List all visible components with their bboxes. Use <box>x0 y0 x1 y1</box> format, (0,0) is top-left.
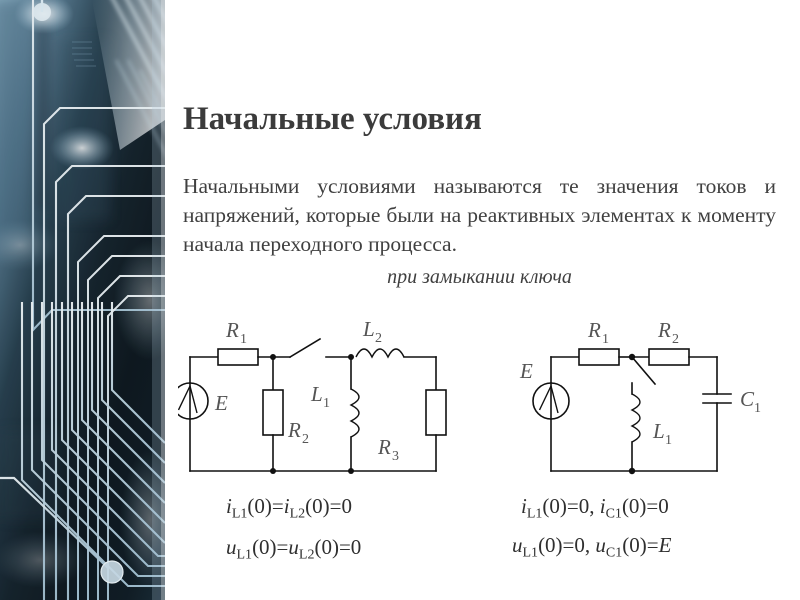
svg-text:R: R <box>225 318 239 342</box>
label-E: E <box>519 359 533 383</box>
formula-var: i <box>599 494 606 518</box>
body-paragraph: Начальными условиями называются те значе… <box>183 173 776 256</box>
formula-var: u <box>226 535 237 559</box>
svg-text:3: 3 <box>392 449 399 464</box>
label-E: E <box>214 391 228 415</box>
page-title: Начальные условия <box>183 101 482 138</box>
label-R1: R 1 <box>225 318 247 347</box>
formula-var: u <box>288 535 299 559</box>
formula-subscript: L1 <box>526 506 543 522</box>
formula-subscript: L2 <box>289 506 306 522</box>
label-R3: R 3 <box>377 435 399 464</box>
circuit-diagram-left: R 1 L 2 E R 2 L 1 R 3 <box>178 306 478 491</box>
svg-text:L: L <box>652 419 665 443</box>
svg-text:C: C <box>740 387 755 411</box>
formula-var: E <box>658 533 672 557</box>
label-R1: R 1 <box>587 318 609 347</box>
svg-text:E: E <box>519 359 533 383</box>
svg-text:R: R <box>287 418 301 442</box>
formula-subscript: C1 <box>605 506 622 522</box>
caption-text: при замыкании ключа <box>387 266 572 288</box>
formula-left-currents: iL1(0)=iL2(0)=0 <box>226 494 352 522</box>
formula-var: u <box>512 533 523 557</box>
svg-text:E: E <box>214 391 228 415</box>
svg-text:2: 2 <box>302 432 309 447</box>
formula-subscript: L1 <box>522 545 539 561</box>
formula-left-voltages: uL1(0)=uL2(0)=0 <box>226 535 361 563</box>
svg-text:R: R <box>587 318 601 342</box>
formula-right-currents: iL1(0)=0, iC1(0)=0 <box>521 494 669 522</box>
label-R2: R 2 <box>287 418 309 447</box>
svg-text:1: 1 <box>602 332 609 347</box>
formula-text: (0)= <box>247 494 284 518</box>
svg-text:2: 2 <box>375 331 382 346</box>
svg-text:1: 1 <box>665 433 672 448</box>
formula-text: (0)=0 <box>314 535 362 559</box>
svg-text:L: L <box>362 317 375 341</box>
svg-text:R: R <box>377 435 391 459</box>
svg-text:2: 2 <box>672 332 679 347</box>
decorative-circuit-board-image <box>0 0 165 600</box>
formula-subscript: L1 <box>236 547 253 563</box>
formula-var: u <box>595 533 606 557</box>
label-R2: R 2 <box>657 318 679 347</box>
formula-text: (0)= <box>252 535 289 559</box>
label-L1: L 1 <box>652 419 672 448</box>
formula-subscript: L2 <box>298 547 315 563</box>
svg-text:1: 1 <box>323 396 330 411</box>
formula-text: (0)=0 <box>621 494 669 518</box>
label-L2: L 2 <box>362 317 382 346</box>
svg-text:1: 1 <box>754 401 761 416</box>
label-L1: L 1 <box>310 382 330 411</box>
label-C1: C 1 <box>740 387 761 416</box>
formula-right-voltages: uL1(0)=0, uC1(0)=E <box>512 533 671 561</box>
formula-var: i <box>226 494 232 518</box>
svg-text:1: 1 <box>240 332 247 347</box>
formula-var: i <box>283 494 290 518</box>
svg-text:R: R <box>657 318 671 342</box>
formula-var: i <box>521 494 527 518</box>
formula-text: (0)=0, <box>542 494 600 518</box>
svg-text:L: L <box>310 382 323 406</box>
formula-text: (0)=0 <box>305 494 352 518</box>
formula-subscript: L1 <box>231 506 248 522</box>
circuit-diagram-right: R 1 R 2 E L 1 C 1 <box>495 306 795 491</box>
formula-subscript: C1 <box>605 545 623 561</box>
formula-text: (0)=0, <box>538 533 596 557</box>
formula-text: (0)= <box>622 533 659 557</box>
